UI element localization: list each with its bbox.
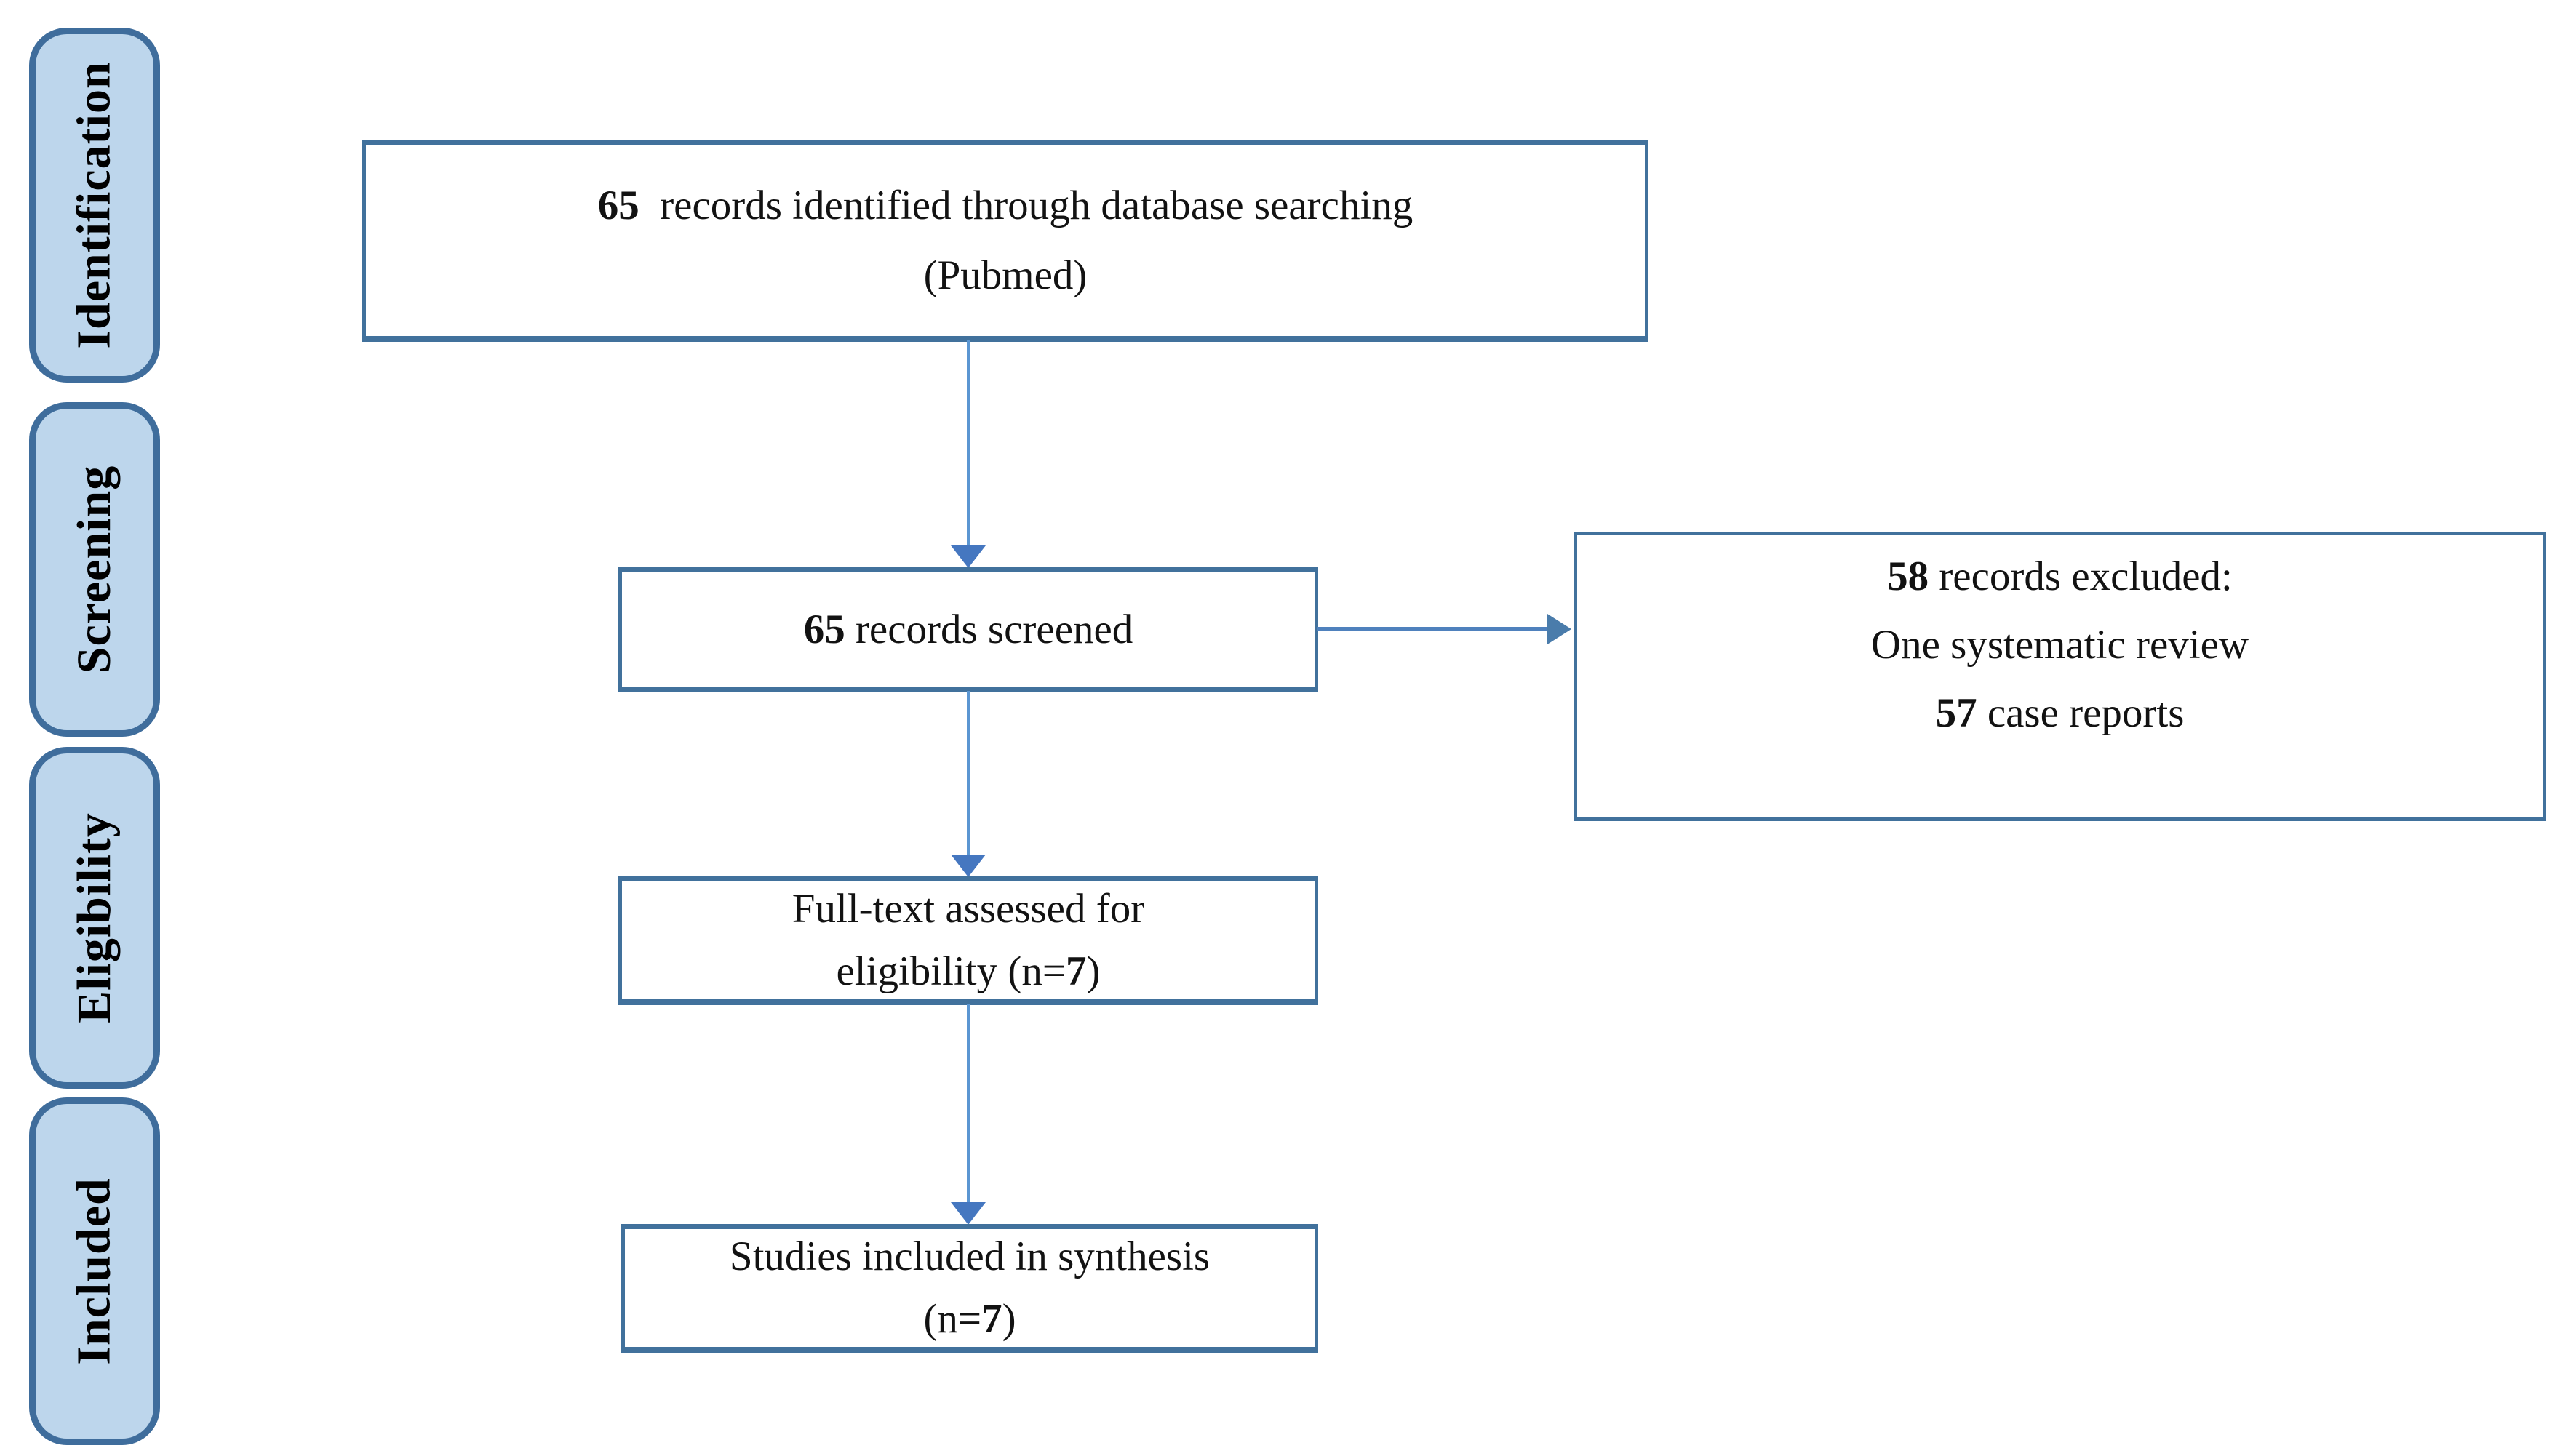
arrowhead-right-icon	[1547, 614, 1571, 644]
arrowhead-down-icon	[951, 1202, 986, 1225]
box-records-excluded: 58 records excluded: One systematic revi…	[1574, 532, 2546, 821]
fulltext-line2: eligibility (n=7)	[836, 940, 1100, 1003]
arrow-line-screened-to-excluded	[1317, 627, 1550, 631]
records-screened-label: records screened	[845, 606, 1133, 652]
records-identified-line1: 65 records identified through database s…	[598, 171, 1413, 241]
stage-label-identification: Identification	[68, 61, 121, 349]
studies-included-line2: (n=7)	[923, 1288, 1016, 1351]
stage-eligibility: Eligibility	[29, 747, 160, 1089]
studies-included-line2-post: )	[1002, 1296, 1016, 1342]
records-identified-count: 65	[597, 182, 639, 228]
stage-screening: Screening	[29, 402, 160, 737]
studies-included-n-value: 7	[981, 1296, 1002, 1342]
fulltext-line2-post: )	[1086, 948, 1101, 994]
records-excluded-line1: 58 records excluded:	[1887, 543, 2233, 611]
arrowhead-down-icon	[951, 545, 986, 568]
stage-label-screening: Screening	[68, 465, 121, 674]
arrowhead-down-icon	[951, 855, 986, 877]
box-records-screened: 65 records screened	[618, 567, 1318, 692]
records-excluded-label: records excluded:	[1929, 553, 2233, 599]
records-excluded-reason1: One systematic review	[1870, 622, 2249, 668]
records-excluded-count: 58	[1887, 553, 1929, 599]
box-records-identified: 65 records identified through database s…	[362, 140, 1648, 342]
case-reports-count: 57	[1935, 690, 1977, 736]
records-identified-label: records identified through database sear…	[639, 182, 1413, 228]
stage-label-included: Included	[68, 1177, 121, 1365]
stage-identification: Identification	[29, 28, 160, 383]
fulltext-line2-pre: eligibility (n=	[836, 948, 1066, 994]
arrow-line-fulltext-to-included	[967, 1004, 970, 1204]
fulltext-n-value: 7	[1066, 948, 1087, 994]
studies-included-line2-pre: (n=	[923, 1296, 982, 1342]
fulltext-line1: Full-text assessed for	[791, 886, 1145, 932]
box-fulltext-assessed: Full-text assessed for eligibility (n=7)	[618, 876, 1318, 1005]
records-excluded-reason2: 57 case reports	[1936, 679, 2185, 748]
box-studies-included: Studies included in synthesis (n=7)	[621, 1224, 1318, 1353]
arrow-line-identified-to-screened	[967, 340, 970, 548]
arrow-line-screened-to-fulltext	[967, 691, 970, 857]
case-reports-label: case reports	[1977, 690, 2185, 736]
stage-included: Included	[29, 1097, 160, 1445]
stage-label-eligibility: Eligibility	[68, 812, 121, 1023]
records-identified-source: (Pubmed)	[923, 252, 1088, 298]
records-screened-line: 65 records screened	[804, 595, 1133, 665]
records-screened-count: 65	[803, 606, 845, 652]
studies-included-line1: Studies included in synthesis	[729, 1233, 1211, 1279]
